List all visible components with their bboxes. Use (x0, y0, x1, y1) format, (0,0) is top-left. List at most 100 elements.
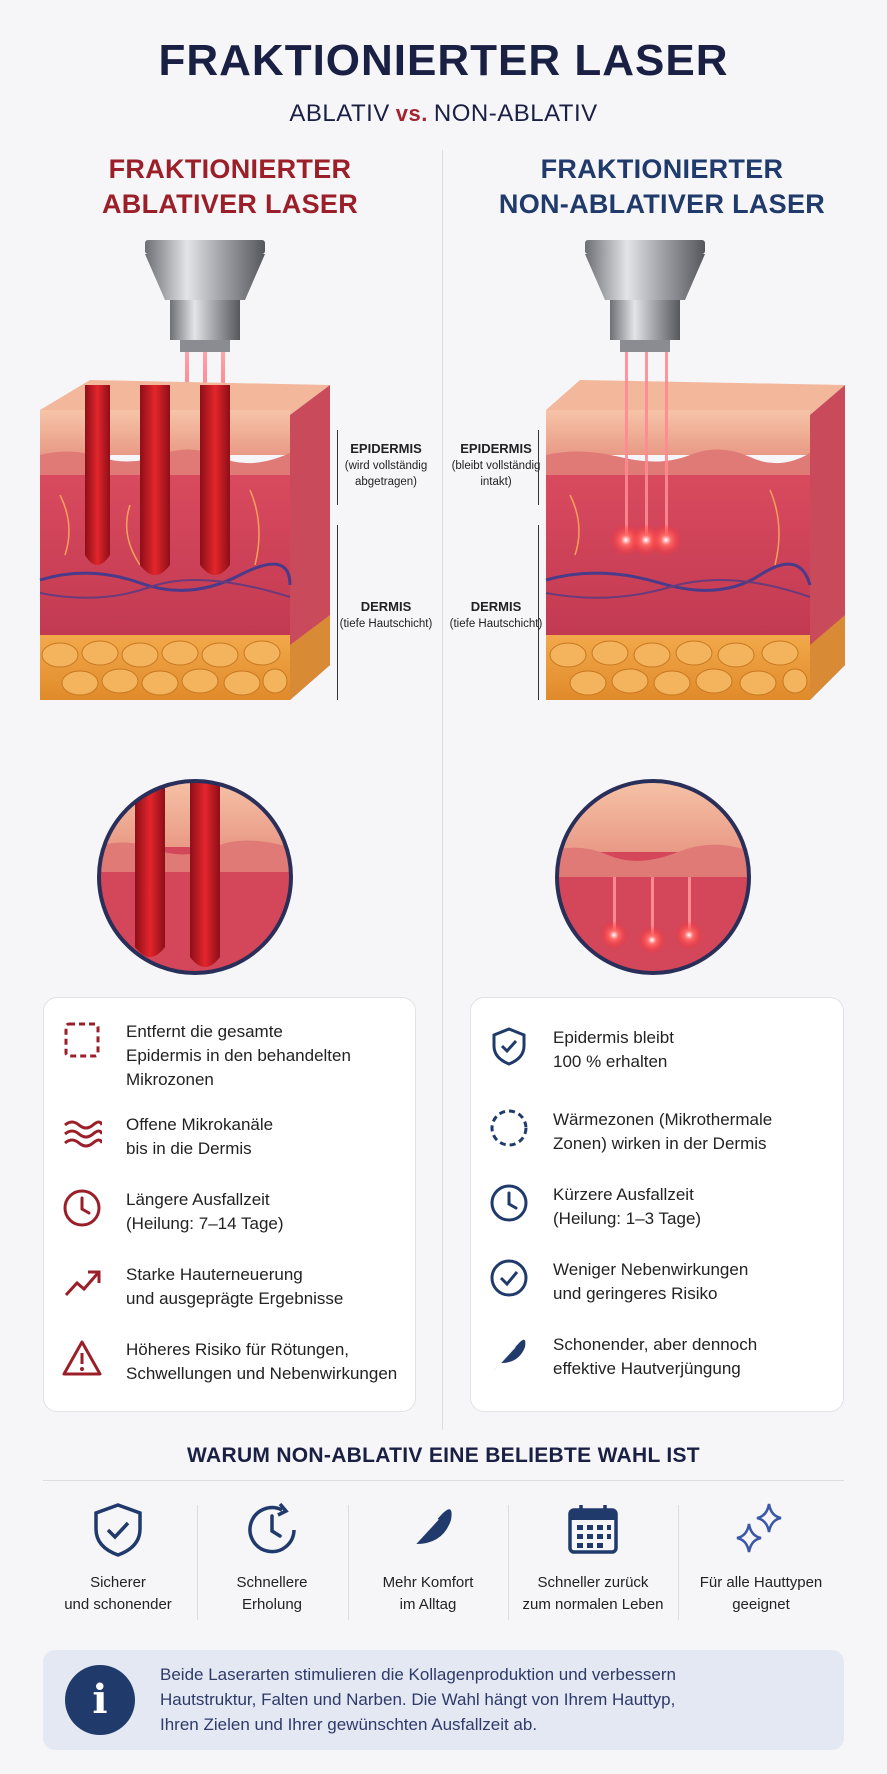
why-label: zum normalen Leben (522, 1596, 664, 1613)
non-ablative-dermis-label: DERMIS (tiefe Hautschicht) (446, 598, 546, 632)
item-text: und ausgeprägte Ergebnisse (126, 1289, 344, 1308)
non-ablative-title-line1: FRAKTIONIERTER (540, 154, 784, 184)
item-text: Epidermis bleibt (553, 1028, 674, 1047)
why-cell: Schneller zurück zum normalen Leben (508, 1500, 678, 1620)
non-ablative-features-panel: Epidermis bleibt 100 % erhalten Wärmezon… (470, 997, 844, 1412)
item-text: Höheres Risiko für Rötungen, (126, 1340, 350, 1359)
laser-beams (185, 352, 225, 397)
epidermis-bracket-left (330, 430, 338, 505)
list-item: Längere Ausfallzeit (Heilung: 7–14 Tage) (44, 1188, 415, 1258)
item-text: Starke Hauterneuerung (126, 1265, 303, 1284)
item-text: Schwellungen und Nebenwirkungen (126, 1364, 398, 1383)
ablative-zoom-circle (97, 779, 293, 975)
check-circle-icon (490, 1259, 528, 1297)
why-cell: Für alle Hauttypen geeignet (678, 1500, 844, 1620)
why-label: Für alle Hauttypen (699, 1574, 823, 1591)
non-ablative-epidermis-title: EPIDERMIS (460, 441, 532, 456)
info-text: Beide Laserarten stimulieren die Kollage… (160, 1662, 824, 1737)
skin-block (545, 380, 845, 700)
item-text: (Heilung: 1–3 Tage) (553, 1209, 702, 1228)
list-item: Kürzere Ausfallzeit (Heilung: 1–3 Tage) (471, 1183, 843, 1253)
shield-check-icon (492, 1027, 526, 1066)
non-ablative-zoom-circle (555, 779, 751, 975)
trend-up-icon (64, 1270, 101, 1297)
subtitle-vs: vs. (395, 101, 428, 126)
item-text: Schonender, aber dennoch (553, 1335, 758, 1354)
list-item: Offene Mikrokanäle bis in die Dermis (44, 1113, 415, 1183)
non-ablative-dermis-title: DERMIS (470, 599, 522, 614)
sparkles-icon (736, 1503, 782, 1553)
ablative-skin-illustration (39, 240, 330, 700)
why-cell: Sicherer und schonender (43, 1500, 193, 1620)
item-text: Längere Ausfallzeit (126, 1190, 270, 1209)
why-separator (678, 1505, 679, 1620)
ablative-title-line1: FRAKTIONIERTER (108, 154, 352, 184)
page-title: FRAKTIONIERTER LASER (158, 36, 729, 85)
clock-icon (490, 1184, 528, 1222)
why-label: Schneller zurück (537, 1574, 649, 1591)
dashed-square-icon (64, 1022, 100, 1058)
epidermis-bracket-right (538, 430, 546, 505)
why-cell: Schnellere Erholung (197, 1500, 347, 1620)
ablative-title-line2: ABLATIVER LASER (101, 189, 358, 219)
item-text: und geringeres Risiko (553, 1284, 718, 1303)
why-label: Mehr Komfort (382, 1574, 474, 1591)
why-title: WARUM NON-ABLATIV EINE BELIEBTE WAHL IST (187, 1444, 700, 1467)
dermis-bracket-right (538, 525, 546, 700)
info-line: Beide Laserarten stimulieren die Kollage… (160, 1665, 676, 1684)
list-item: Starke Hauterneuerung und ausgeprägte Er… (44, 1263, 415, 1333)
why-cell: Mehr Komfort im Alltag (348, 1500, 508, 1620)
why-label: Sicherer (90, 1574, 146, 1591)
list-item: Weniger Nebenwirkungen und geringeres Ri… (471, 1258, 843, 1328)
dermis-bracket-left (330, 525, 338, 700)
why-separator (197, 1505, 198, 1620)
why-label: Schnellere (236, 1574, 308, 1591)
item-text: Kürzere Ausfallzeit (553, 1185, 694, 1204)
item-text: Epidermis in den behandelten (126, 1046, 351, 1065)
item-text: (Heilung: 7–14 Tage) (126, 1214, 284, 1233)
ablative-epidermis-note-2: abgetragen) (354, 476, 418, 488)
why-separator (348, 1505, 349, 1620)
item-text: Zonen) wirken in der Dermis (553, 1134, 767, 1153)
why-label: im Alltag (399, 1596, 457, 1613)
non-ablative-skin-illustration (545, 240, 845, 700)
laser-handpiece-icon (585, 240, 705, 352)
calendar-icon (568, 1505, 618, 1554)
dashed-circle-icon (490, 1109, 528, 1147)
ablative-epidermis-title: EPIDERMIS (350, 441, 422, 456)
non-ablative-title-line2: NON-ABLATIVER LASER (498, 189, 826, 219)
non-ablative-epidermis-note-2: intakt) (480, 476, 512, 488)
list-item: Entfernt die gesamte Epidermis in den be… (44, 1020, 415, 1090)
item-text: Offene Mikrokanäle (126, 1115, 274, 1134)
item-text: Weniger Nebenwirkungen (553, 1260, 749, 1279)
why-label: geeignet (732, 1596, 790, 1613)
ablative-dermis-title: DERMIS (360, 599, 412, 614)
why-divider (43, 1480, 844, 1481)
non-ablative-dermis-note: (tiefe Hautschicht) (449, 618, 543, 630)
why-label: Erholung (241, 1596, 303, 1613)
ablative-features-panel: Entfernt die gesamte Epidermis in den be… (43, 997, 416, 1412)
clock-icon (63, 1189, 101, 1227)
ablative-dermis-note: (tiefe Hautschicht) (339, 618, 433, 630)
feather-icon (402, 1509, 452, 1558)
item-text: effektive Hautverjüngung (553, 1359, 741, 1378)
clock-refresh-icon (248, 1502, 296, 1554)
subtitle-non-ablative: NON-ABLATIV (433, 100, 598, 127)
info-line: Hautstruktur, Falten und Narben. Die Wah… (160, 1690, 676, 1709)
why-separator (508, 1505, 509, 1620)
column-divider (442, 150, 443, 1430)
info-line: Ihren Zielen und Ihrer gewünschten Ausfa… (160, 1715, 538, 1734)
non-ablative-epidermis-label: EPIDERMIS (bleibt vollständig intakt) (446, 440, 546, 490)
why-label: und schonender (64, 1596, 172, 1613)
list-item: Wärmezonen (Mikrothermale Zonen) wirken … (471, 1108, 843, 1178)
warning-icon (62, 1340, 102, 1376)
non-ablative-epidermis-note-1: (bleibt vollständig (451, 460, 541, 472)
ablative-epidermis-label: EPIDERMIS (wird vollständig abgetragen) (336, 440, 436, 490)
item-text: Entfernt die gesamte (126, 1022, 283, 1041)
item-text: Mikrozonen (126, 1070, 214, 1089)
ablative-epidermis-note-1: (wird vollständig (344, 460, 428, 472)
feather-icon (492, 1339, 526, 1372)
subtitle-ablative: ABLATIV (289, 100, 390, 127)
non-ablative-title: FRAKTIONIERTER NON-ABLATIVER LASER (452, 152, 872, 222)
